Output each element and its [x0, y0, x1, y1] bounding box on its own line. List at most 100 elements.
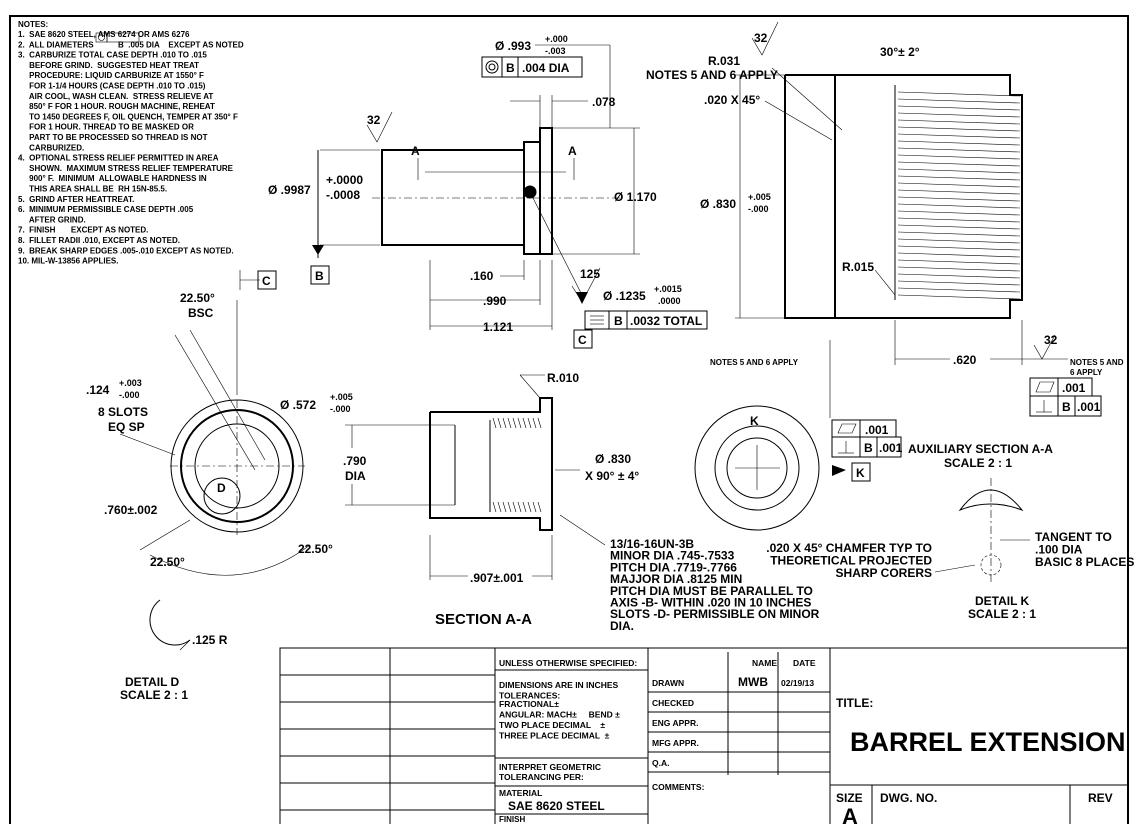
tangent-note-line: BASIC 8 PLACES — [1035, 555, 1134, 569]
note-line: 10. MIL-W-13856 APPLIES. — [18, 257, 118, 266]
thread-line — [897, 147, 1021, 153]
note-line: 6. MINIMUM PERMISSIBLE CASE DEPTH .005 — [18, 205, 194, 214]
angle-right: 22.50° — [298, 542, 333, 556]
thread-line — [897, 119, 1021, 125]
aux-perp-datum: B — [864, 441, 873, 455]
fcf2-tolerance: .0032 TOTAL — [630, 314, 702, 328]
datum-c: C — [262, 274, 271, 288]
chamfer-note-line: THEORETICAL PROJECTED — [770, 554, 932, 568]
thread-line — [537, 501, 542, 513]
thread-line — [897, 238, 1021, 244]
thread-note-line: AXIS -B- WITHIN .020 IN 10 INCHES — [610, 596, 811, 610]
rev-label: REV — [1088, 791, 1113, 805]
thread-line — [897, 196, 1021, 202]
thread-note-line: DIA. — [610, 619, 634, 633]
slot-width-minus: -.000 — [119, 390, 140, 400]
dim-r125: .125 R — [192, 633, 228, 647]
dim-dia-993-plus: +.000 — [545, 34, 568, 44]
note-line: BEFORE GRIND. SUGGESTED HEAT TREAT — [18, 61, 199, 70]
thread-line — [897, 175, 1021, 181]
thread-note-line: PITCH DIA MUST BE PARALLEL TO — [610, 584, 813, 598]
section-a-left: A — [411, 144, 420, 158]
detail-d-scale: SCALE 2 : 1 — [120, 688, 188, 702]
flatness-icon — [1029, 377, 1059, 397]
thread-line — [897, 259, 1021, 265]
unless-specified: UNLESS OTHERWISE SPECIFIED: — [499, 658, 637, 668]
tolerance-line: ANGULAR: MACH± BEND ± — [499, 710, 620, 720]
thread-line — [527, 417, 532, 429]
datum-k: K — [856, 466, 865, 480]
dim-r010: R.010 — [547, 371, 579, 385]
thread-line — [897, 287, 1021, 293]
thread-line — [897, 280, 1021, 286]
notes-apply-3a: NOTES 5 AND — [1070, 358, 1124, 367]
note-line: FOR 1-1/4 HOURS (CASE DEPTH .010 TO .015… — [18, 82, 206, 91]
dim-760: .760±.002 — [104, 503, 158, 517]
dim-790: .790 — [343, 454, 367, 468]
thread-line — [897, 133, 1021, 139]
front-view: Ø .993 +.000 -.003 B .004 DIA .078 32 A … — [239, 34, 708, 349]
comments-label: COMMENTS: — [652, 782, 705, 792]
drawing-title: BARREL EXTENSION — [850, 727, 1126, 757]
thread-line — [897, 126, 1021, 132]
notes-block: NOTES: 1. SAE 8620 STEEL, AMS 6274 OR AM… — [18, 20, 244, 266]
perp-tol: .001 — [1077, 400, 1101, 414]
slots-count: 8 SLOTS — [98, 405, 148, 419]
dim-dia-830-plus: +.005 — [748, 192, 771, 202]
perp-datum: B — [1062, 400, 1071, 414]
tolerance-line: DIMENSIONS ARE IN INCHES — [499, 680, 619, 690]
thread-line — [897, 91, 1021, 97]
dim-dia-1235-plus: +.0015 — [654, 284, 682, 294]
note-line: 5. GRIND AFTER HEATTREAT. — [18, 195, 134, 204]
dim-dia-830-minus: -.000 — [748, 204, 769, 214]
bsc-label: BSC — [188, 306, 214, 320]
chamfer-note-line: .020 X 45° CHAMFER TYP TO — [766, 541, 932, 555]
thread-line — [897, 203, 1021, 209]
note-line: AFTER GRIND. — [18, 215, 86, 224]
fcf1-tolerance: .004 DIA — [522, 61, 570, 75]
eq-sp: EQ SP — [108, 420, 145, 434]
dim-angle-30: 30°± 2° — [880, 45, 920, 59]
dim-dia-993: Ø .993 — [495, 39, 531, 53]
thread-note-line: SLOTS -D- PERMISSIBLE ON MINOR — [610, 607, 820, 621]
signoff-label: MFG APPR. — [652, 738, 699, 748]
aux-flatness-icon — [831, 419, 861, 438]
finish-label: FINISH — [499, 815, 525, 824]
thread-note-line: MINOR DIA .745-.7533 — [610, 549, 735, 563]
thread-line — [897, 112, 1021, 118]
section-view: R.010 .790 DIA Ø .830 X 90° ± 4° .907±.0… — [343, 371, 820, 633]
thread-line — [502, 501, 507, 513]
finish-32-side: 32 — [754, 31, 768, 45]
detail-d-title: DETAIL D — [125, 675, 180, 689]
thread-line — [897, 266, 1021, 272]
name-header: NAME — [752, 658, 777, 668]
material-label: MATERIAL — [499, 788, 542, 798]
thread-line — [897, 217, 1021, 223]
thread-note-line: 13/16-16UN-3B — [610, 537, 694, 551]
thread-line — [897, 252, 1021, 258]
thread-line — [897, 210, 1021, 216]
material-value: SAE 8620 STEEL — [508, 799, 605, 813]
thread-line — [522, 417, 527, 429]
signoff-name: MWB — [738, 675, 768, 689]
dim-907: .907±.001 — [470, 571, 524, 585]
thread-line — [897, 154, 1021, 160]
end-view: 22.50° BSC .124 +.003 -.000 8 SLOTS EQ S… — [86, 291, 353, 702]
date-header: DATE — [793, 658, 816, 668]
signoff-label: ENG APPR. — [652, 718, 698, 728]
notes-apply-2: NOTES 5 AND 6 APPLY — [710, 358, 799, 367]
thread-line — [532, 501, 537, 513]
interpret-1: INTERPRET GEOMETRIC — [499, 762, 601, 772]
notes-apply-1: NOTES 5 AND 6 APPLY — [646, 68, 778, 82]
thread-line — [492, 501, 497, 513]
dim-620: .620 — [953, 353, 977, 367]
thread-line — [512, 501, 517, 513]
thread-line — [502, 417, 507, 429]
thread-line — [897, 168, 1021, 174]
note-line: FOR 1 HOUR. THREAD TO BE MASKED OR — [18, 123, 194, 132]
aux-perp-tol: .001 — [879, 441, 903, 455]
dim-dia-830: Ø .830 — [700, 197, 736, 211]
thread-line — [897, 294, 1021, 300]
thread-line — [532, 417, 537, 429]
